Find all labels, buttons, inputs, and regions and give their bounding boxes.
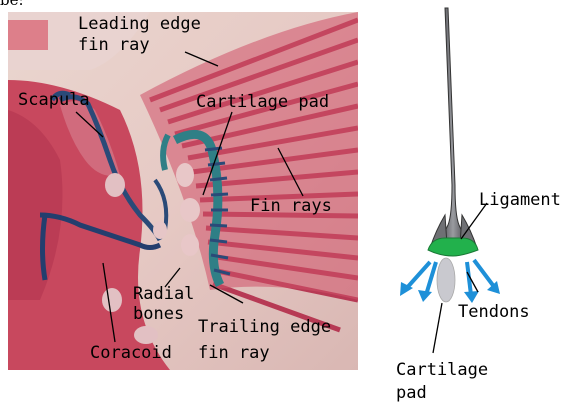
label-tendons: Tendons — [458, 302, 530, 322]
fin-ray-shaft — [438, 8, 468, 245]
label-trailing-edge-fin-ray: fin ray — [198, 343, 270, 363]
label-cartilage-pad: Cartilage pad — [196, 92, 329, 112]
cartilage-pad-shape — [437, 258, 455, 302]
label-scapula: Scapula — [18, 90, 90, 110]
label-trailing-edge: Trailing edge — [198, 317, 331, 337]
label-cartilage-pad-right: pad — [396, 383, 427, 403]
label-leading-edge-fin-ray: fin ray — [78, 35, 150, 55]
ligament-shape — [428, 238, 478, 256]
label-coracoid: Coracoid — [90, 343, 172, 363]
label-fin-rays: Fin rays — [250, 196, 332, 216]
label-radial: Radial — [133, 284, 194, 304]
label-cartilage: Cartilage — [396, 360, 488, 380]
label-radial-bones: bones — [133, 304, 184, 324]
label-ligament: Ligament — [479, 190, 561, 210]
label-leading-edge: Leading edge — [78, 14, 201, 34]
